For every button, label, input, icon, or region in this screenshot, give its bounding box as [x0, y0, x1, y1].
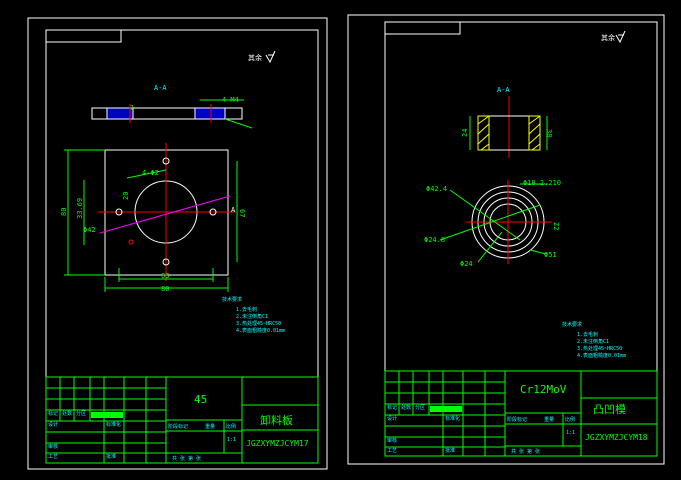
left-drawing-no: JGZXYMZJCYM17: [246, 439, 309, 448]
svg-text:阶段标记: 阶段标记: [507, 416, 527, 423]
left-dim-20: 20: [122, 192, 130, 200]
left-hole-top: [162, 157, 170, 165]
right-dim-d1: Φ42.4: [426, 185, 447, 193]
right-dim-38: 38: [545, 129, 553, 137]
svg-text:工艺: 工艺: [48, 454, 58, 460]
svg-text:标记: 标记: [48, 410, 58, 417]
left-dim-phi42: Φ42: [83, 226, 96, 234]
svg-text:共 张 第 张: 共 张 第 张: [511, 448, 540, 455]
right-title-block: 标记 处数 分区 设计 标准化 审核 工艺 批准 阶段标记 重量 比例 共 张 …: [384, 370, 658, 457]
right-dim-d2: Φ24: [460, 260, 473, 268]
right-note-3: 3.热处理45~HRC50: [577, 345, 622, 352]
svg-text:重量: 重量: [205, 423, 215, 430]
svg-text:阶段标记: 阶段标记: [168, 423, 188, 430]
svg-text:审核: 审核: [48, 443, 58, 450]
left-tb-frame: [45, 376, 319, 464]
left-note-4: 4.表面粗糙度0.01mm: [236, 327, 285, 334]
left-dim-label-a: 1: [130, 104, 134, 112]
left-tb-highlight: [91, 412, 123, 418]
right-dim-24: 24: [461, 129, 469, 137]
left-note-3: 3.热处理45~HRC50: [236, 320, 281, 327]
svg-text:批准: 批准: [106, 453, 116, 460]
right-note-4: 4.表面粗糙度0.01mm: [577, 352, 626, 359]
svg-text:分区: 分区: [415, 404, 425, 411]
right-section-hatch: [477, 115, 541, 151]
right-outer-border: [347, 14, 665, 465]
right-tb-frame: [384, 370, 658, 457]
left-section-plate: [91, 107, 243, 120]
svg-text:处数: 处数: [62, 410, 72, 417]
left-outer-border: [27, 17, 328, 470]
right-leader-5: [529, 249, 547, 255]
svg-text:1:1: 1:1: [227, 437, 236, 443]
right-sheet: 其余 A-A 24 38 Φ18.2.210 Φ42.4 Φ24.8 Φ24 Φ…: [347, 14, 665, 465]
left-dim-phi2: 4-Φ2: [142, 169, 159, 177]
left-hole-left: [115, 208, 123, 216]
right-section-wall-right: [528, 115, 541, 151]
left-section-label: A-A: [154, 84, 167, 92]
left-note-0: 技术要求: [222, 296, 242, 303]
left-leader-phi2: [126, 169, 167, 179]
right-stamp-box: [384, 21, 461, 35]
left-sheet: 其余 A-A 4-M4 1 80 63 80: [27, 17, 328, 470]
left-dim-m4: 4-M4: [222, 96, 239, 104]
svg-text:分区: 分区: [76, 410, 86, 417]
svg-text:工艺: 工艺: [387, 448, 397, 454]
right-roughness-symbol: [615, 30, 626, 44]
left-dim-80h: 80: [60, 208, 68, 216]
left-datum: A: [231, 206, 236, 214]
right-section-wall-left: [477, 115, 490, 151]
svg-text:标记: 标记: [387, 404, 397, 411]
svg-text:审核: 审核: [387, 437, 397, 444]
left-part-name: 卸料板: [260, 413, 293, 427]
svg-text:处数: 处数: [401, 404, 411, 411]
right-part-name: 凸凹模: [593, 403, 626, 416]
right-roughness-label: 其余: [601, 33, 615, 42]
svg-text:比例: 比例: [565, 416, 575, 423]
left-dim-63: 63: [161, 272, 169, 280]
left-hole-right: [209, 208, 217, 216]
left-note-1: 1.去毛刺: [236, 306, 257, 313]
right-tb-highlight: [430, 406, 462, 412]
right-drawing-no: JGZXYMZJCYM18: [585, 433, 648, 442]
left-hole-bottom: [162, 258, 170, 266]
left-dim-3369: 33.69: [76, 198, 84, 219]
right-note-0: 技术要求: [562, 321, 582, 328]
left-inner-border: [45, 29, 319, 464]
right-note-1: 1.去毛刺: [577, 331, 598, 338]
left-stamp-box: [45, 29, 122, 43]
right-dim-d4: Φ24.8: [424, 236, 445, 244]
left-pin-hole: [128, 239, 134, 245]
svg-text:1:1: 1:1: [566, 430, 575, 436]
left-title-block: 标记 处数 分区 设计 标准化 审核 工艺 批准 阶段标记 重量 比例 共 张 …: [45, 376, 319, 464]
right-material: Cr12MoV: [520, 383, 567, 396]
left-roughness-label: 其余: [248, 53, 262, 62]
right-leader-4: [477, 231, 503, 263]
left-note-2: 2.未注倒角C1: [236, 313, 268, 320]
left-section-hatch-2: [194, 107, 226, 120]
right-leader-1: [449, 189, 521, 241]
svg-text:设计: 设计: [387, 415, 397, 422]
svg-text:重量: 重量: [544, 416, 554, 423]
left-roughness-symbol: [265, 50, 276, 64]
svg-text:设计: 设计: [48, 421, 58, 428]
svg-text:比例: 比例: [226, 423, 236, 430]
svg-text:标准化: 标准化: [445, 415, 460, 422]
svg-text:共 张 第 张: 共 张 第 张: [172, 455, 201, 462]
left-dim-80w: 80: [161, 285, 169, 293]
left-diag-leader: [99, 195, 231, 234]
left-dim-67: 67: [238, 209, 246, 217]
svg-text:批准: 批准: [445, 447, 455, 454]
right-leader-2: [439, 204, 541, 241]
right-dim-side: Z2: [552, 222, 560, 230]
right-section-label: A-A: [497, 86, 510, 94]
right-note-2: 2.未注倒角C1: [577, 338, 609, 345]
left-material: 45: [194, 393, 207, 406]
svg-text:标准化: 标准化: [106, 421, 121, 428]
right-dim-outer: Φ18.2.210: [523, 179, 561, 187]
left-leader-2: [224, 118, 253, 129]
right-dim-d3: Φ51: [544, 251, 557, 259]
